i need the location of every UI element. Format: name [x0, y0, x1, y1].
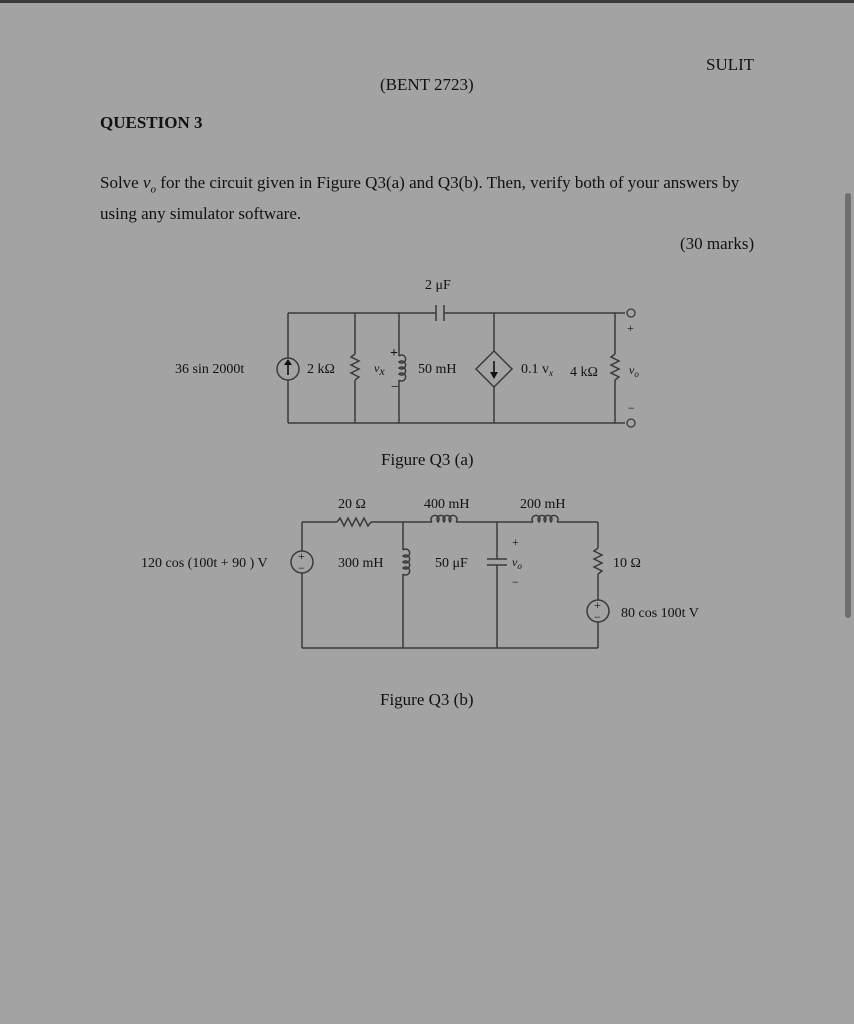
question-text-line1: Solve vo for the circuit given in Figure…: [100, 173, 739, 195]
top-border: [0, 0, 854, 3]
fig-b-l2-label: 200 mH: [520, 497, 566, 512]
scrollbar[interactable]: [845, 193, 851, 618]
fig-b-vo-label: vo: [512, 555, 522, 571]
fig-a-source-label: 36 sin 2000t: [175, 362, 244, 377]
fig-a-r1-label: 2 kΩ: [307, 362, 335, 377]
terminal-top-icon: [626, 308, 636, 318]
resistor-2k: [349, 313, 361, 423]
figure-b-circuit: + − + − 120 cos: [141, 497, 699, 649]
marks-label: (30 marks): [680, 234, 755, 253]
voltage-source-left-icon: + −: [290, 522, 314, 648]
question-text-a: Solve: [100, 173, 143, 192]
dependent-current-source-icon: [474, 313, 514, 423]
fig-b-cap-label: 50 μF: [435, 556, 468, 571]
question-text-b: for the circuit given in Figure Q3(a) an…: [156, 173, 740, 192]
fig-a-vo-minus: −: [628, 401, 635, 415]
fig-a-vo-label: vo: [629, 363, 639, 379]
fig-b-r1-label: 20 Ω: [338, 497, 366, 512]
fig-a-dep-label: 0.1 vx: [521, 362, 553, 378]
course-code: (BENT 2723): [380, 75, 474, 94]
svg-text:−: −: [594, 610, 601, 624]
fig-b-vo-plus: +: [512, 535, 519, 549]
current-source-icon: [276, 313, 300, 423]
svg-text:+: +: [298, 549, 305, 563]
fig-a-vx-label: vx: [374, 361, 385, 378]
svg-text:+: +: [594, 598, 601, 612]
sulit-label: SULIT: [706, 55, 755, 74]
inductor-300mh: [401, 522, 411, 648]
terminal-bottom-icon: [626, 418, 636, 428]
fig-a-r2-label: 4 kΩ: [570, 365, 598, 380]
fig-b-source1-label: 120 cos (100t + 90 ) V: [141, 556, 268, 571]
fig-a-inductor-label: 50 mH: [418, 362, 457, 377]
fig-b-l3-label: 300 mH: [338, 556, 384, 571]
voltage-source-right-icon: + −: [586, 598, 610, 648]
resistor-20ohm: [336, 516, 372, 528]
fig-b-r2-label: 10 Ω: [613, 556, 641, 571]
resistor-4k: [609, 313, 621, 423]
fig-b-l1-label: 400 mH: [424, 497, 470, 512]
figure-a-circuit: 36 sin 2000t 2 kΩ vx + − 50 mH 2 μF 0.1 …: [175, 278, 639, 428]
capacitor-50uf: [487, 522, 507, 648]
svg-text:−: −: [298, 561, 305, 575]
question-var-sub: o: [150, 183, 157, 196]
question-title: QUESTION 3: [100, 113, 203, 132]
inductor-200mh: [531, 514, 559, 524]
fig-a-capacitor-label: 2 μF: [425, 278, 451, 293]
capacitor-2uf: [435, 305, 445, 321]
fig-a-vx-plus: +: [390, 346, 398, 361]
fig-b-source2-label: 80 cos 100t V: [621, 606, 699, 621]
figure-a-caption: Figure Q3 (a): [381, 450, 474, 469]
question-text-line2: using any simulator software.: [100, 204, 302, 223]
inductor-400mh: [430, 514, 458, 524]
inductor-50mh: [397, 313, 407, 423]
question-var: v: [142, 173, 151, 192]
fig-a-vo-plus: +: [627, 321, 634, 335]
resistor-10ohm: [592, 522, 604, 600]
fig-a-vx-minus: −: [391, 380, 399, 395]
fig-b-vo-minus: −: [512, 575, 519, 589]
figure-b-caption: Figure Q3 (b): [380, 690, 474, 709]
